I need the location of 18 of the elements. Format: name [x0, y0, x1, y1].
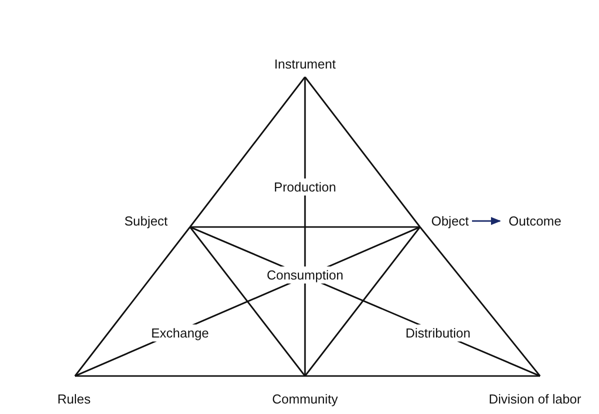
connector-line	[75, 375, 305, 377]
vertex-label: Instrument	[272, 56, 338, 72]
connector-line	[305, 375, 540, 377]
vertex-label: Rules	[55, 392, 93, 406]
connector-line	[304, 226, 421, 376]
vertex-label: Community	[270, 392, 340, 406]
connector-line	[189, 226, 306, 376]
vertex-label: Division of labor	[486, 392, 584, 406]
arrow	[472, 217, 501, 225]
connector-line	[189, 76, 306, 228]
vertex-label: Outcome	[506, 214, 564, 228]
connector-line	[74, 226, 191, 376]
vertex-label: Object	[429, 214, 471, 228]
connector-line	[419, 226, 541, 376]
connector-line	[304, 76, 421, 228]
connector-line	[304, 77, 306, 376]
connector-line	[190, 226, 420, 228]
vertex-label: Subject	[122, 214, 170, 228]
